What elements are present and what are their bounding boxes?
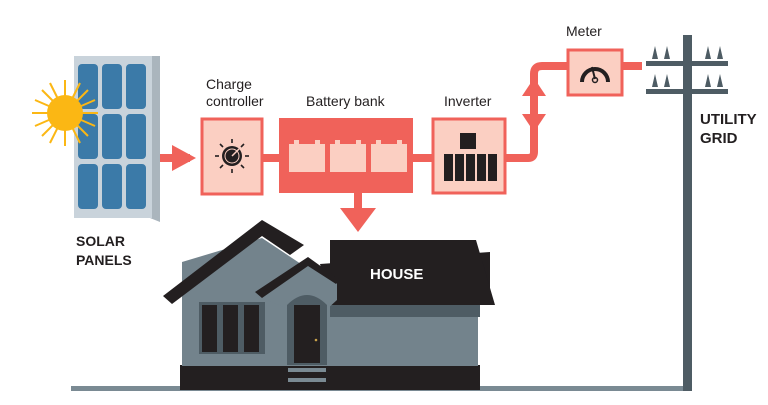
solar-panel [74, 56, 160, 222]
inverter-meter-line [505, 62, 568, 162]
battery-icons [289, 140, 407, 172]
utility-grid-label-1: UTILITY [700, 111, 757, 128]
energy-flow-lines [160, 145, 432, 232]
gauge-icon [580, 66, 610, 84]
arrow-up-icon [522, 78, 546, 96]
inverter-label: Inverter [444, 93, 492, 109]
dial-icon [215, 139, 249, 173]
meter-grid-line [622, 62, 642, 70]
inverter-icon [444, 133, 497, 181]
house-illustration [163, 220, 495, 390]
solar-panels-label-2: PANELS [76, 252, 132, 268]
house-label: HOUSE [370, 266, 423, 283]
panel-cells [78, 64, 146, 209]
charge-controller-label-2: controller [206, 93, 264, 109]
charge-controller-label-1: Charge [206, 76, 252, 92]
insulator-icons [652, 46, 723, 87]
meter-label: Meter [566, 23, 602, 39]
front-door [294, 305, 320, 363]
arrow-down-icon [340, 208, 376, 232]
utility-grid-label-2: GRID [700, 130, 738, 147]
arrow-down-icon [522, 114, 546, 132]
meter-box [566, 48, 624, 97]
utility-pole [646, 35, 728, 391]
arrow-right-icon [172, 145, 196, 171]
sun-icon [32, 80, 98, 146]
battery-bank-label: Battery bank [306, 93, 386, 109]
solar-panels-label-1: SOLAR [76, 233, 125, 249]
